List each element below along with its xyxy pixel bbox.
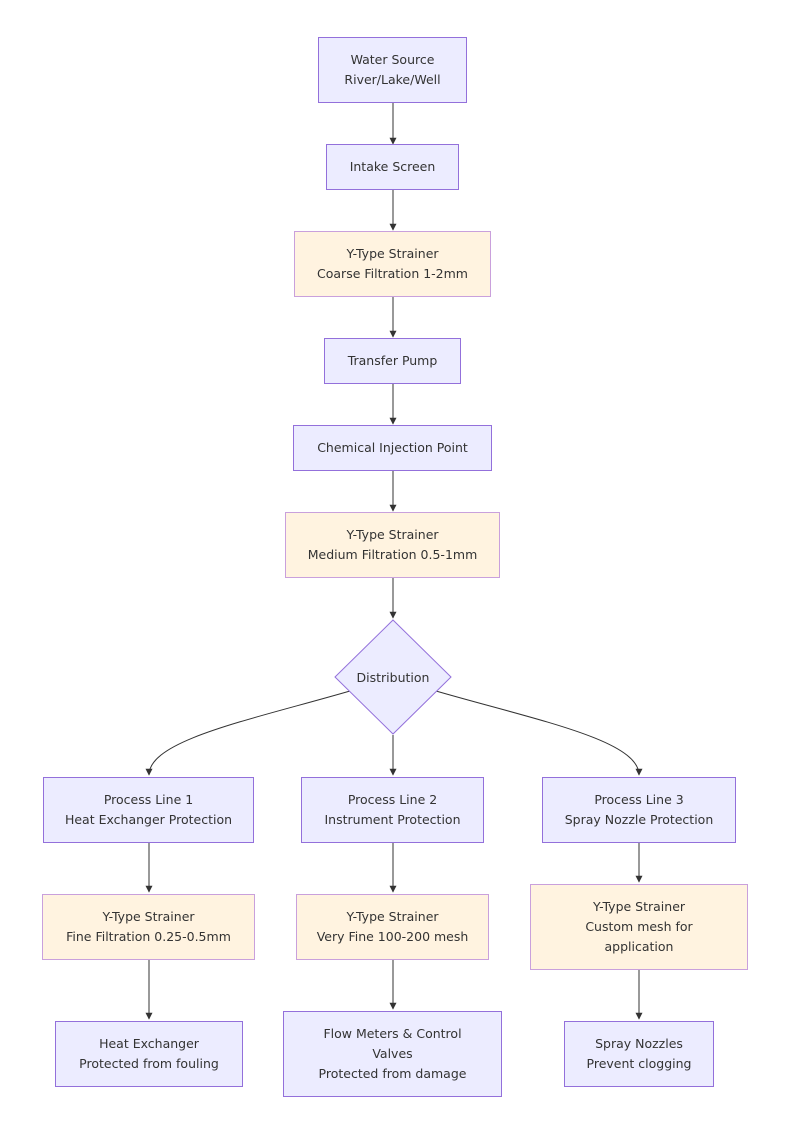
node-label: Process Line 1	[103, 792, 194, 807]
node-label: Protected from fouling	[79, 1056, 219, 1071]
node-label: Water Source	[350, 52, 435, 67]
node-label: Heat Exchanger Protection	[64, 812, 233, 827]
medium-strainer-node: Y-Type Strainer Medium Filtration 0.5-1m…	[285, 512, 500, 578]
node-label: Instrument Protection	[324, 812, 461, 827]
heat-exchanger-node: Heat Exchanger Protected from fouling	[55, 1021, 243, 1087]
node-label: Fine Filtration 0.25-0.5mm	[66, 929, 231, 944]
node-label: Y-Type Strainer	[346, 909, 439, 924]
node-label: Coarse Filtration 1-2mm	[317, 266, 468, 281]
very-fine-strainer-node: Y-Type Strainer Very Fine 100-200 mesh	[296, 894, 489, 960]
chemical-injection-node: Chemical Injection Point	[293, 425, 492, 471]
coarse-strainer-node: Y-Type Strainer Coarse Filtration 1-2mm	[294, 231, 491, 297]
flow-meters-node: Flow Meters & Control Valves Protected f…	[283, 1011, 502, 1097]
node-label: Spray Nozzle Protection	[564, 812, 714, 827]
process-line-1-node: Process Line 1 Heat Exchanger Protection	[43, 777, 254, 843]
node-label: River/Lake/Well	[344, 72, 441, 87]
edge-distribution-to-line-3	[435, 690, 643, 776]
node-label: Distribution	[356, 669, 430, 685]
process-line-2-node: Process Line 2 Instrument Protection	[301, 777, 484, 843]
node-label: Heat Exchanger	[99, 1036, 199, 1051]
node-label: Flow Meters & Control	[323, 1026, 462, 1041]
node-label: Very Fine 100-200 mesh	[316, 929, 469, 944]
decision-diamond-shape	[334, 619, 452, 735]
node-label: Y-Type Strainer	[346, 527, 439, 542]
node-label: Y-Type Strainer	[592, 899, 686, 914]
water-source-node: Water Source River/Lake/Well	[318, 37, 467, 103]
node-label: Valves	[372, 1046, 413, 1061]
node-label: Spray Nozzles	[595, 1036, 683, 1051]
custom-strainer-node: Y-Type Strainer Custom mesh for applicat…	[530, 884, 748, 970]
node-label: Process Line 2	[347, 792, 438, 807]
node-label: application	[604, 939, 674, 954]
node-label: Y-Type Strainer	[346, 246, 439, 261]
intake-screen-node: Intake Screen	[326, 144, 459, 190]
node-label: Process Line 3	[594, 792, 684, 807]
node-label: Chemical Injection Point	[317, 440, 468, 455]
node-label: Prevent clogging	[586, 1056, 692, 1071]
fine-strainer-node: Y-Type Strainer Fine Filtration 0.25-0.5…	[42, 894, 255, 960]
spray-nozzles-node: Spray Nozzles Prevent clogging	[564, 1021, 714, 1087]
node-label: Y-Type Strainer	[102, 909, 195, 924]
node-label: Medium Filtration 0.5-1mm	[307, 547, 478, 562]
node-label: Custom mesh for	[585, 919, 693, 934]
distribution-decision-node: Distribution	[334, 619, 452, 735]
transfer-pump-node: Transfer Pump	[324, 338, 461, 384]
node-label: Transfer Pump	[347, 353, 438, 368]
node-label: Intake Screen	[349, 159, 436, 174]
node-label: Protected from damage	[318, 1066, 467, 1081]
process-line-3-node: Process Line 3 Spray Nozzle Protection	[542, 777, 736, 843]
edge-distribution-to-line-1	[145, 690, 351, 776]
